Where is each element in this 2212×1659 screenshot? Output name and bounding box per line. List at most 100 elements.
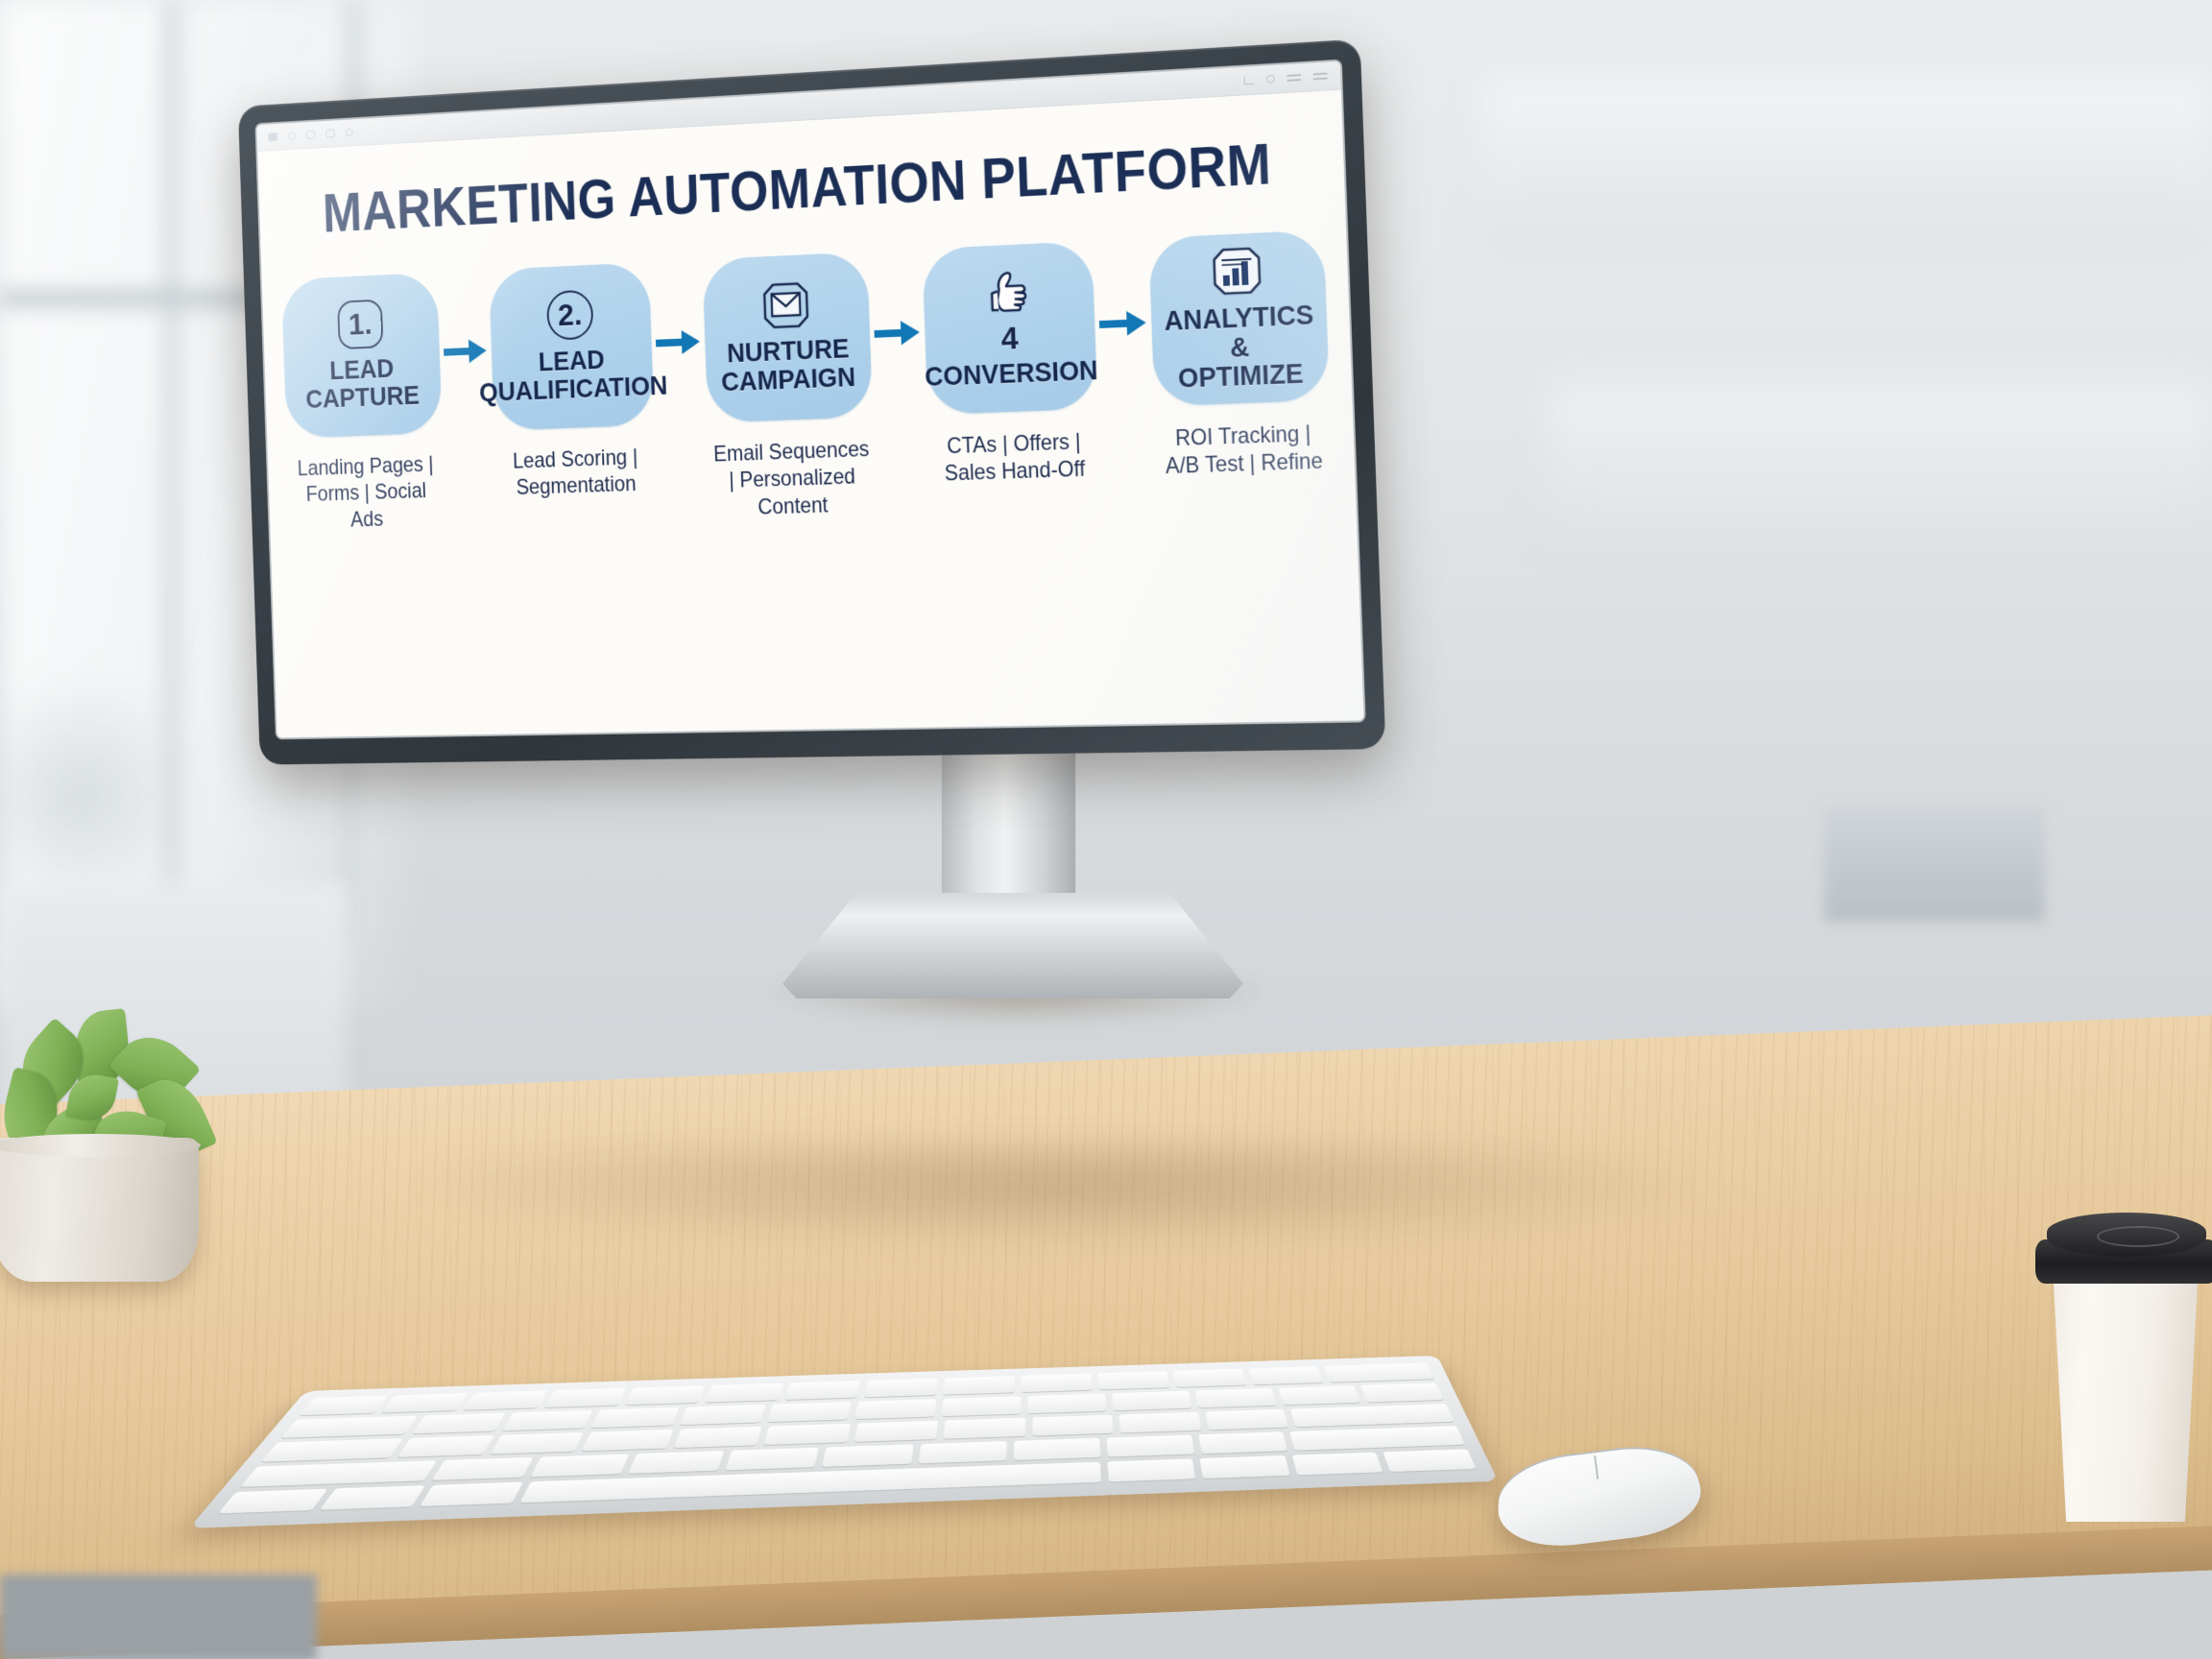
key[interactable] [1204, 1408, 1289, 1431]
process-flow: 1. LEAD CAPTURE Landing Pages | Forms | … [281, 229, 1332, 535]
flow-arrow-4 [1092, 238, 1154, 408]
step-box[interactable]: 4 CONVERSION [922, 240, 1098, 416]
shift-key[interactable] [240, 1460, 438, 1487]
arrow-right-icon [874, 320, 921, 347]
toolbar-left-group [268, 128, 353, 142]
arrow-right-icon [1098, 310, 1147, 337]
shift-key[interactable] [1289, 1426, 1465, 1451]
step-label-line2: CAPTURE [305, 379, 421, 415]
key[interactable] [431, 1456, 534, 1480]
flow-step-lead-capture[interactable]: 1. LEAD CAPTURE Landing Pages | Forms | … [281, 272, 445, 535]
step-caption: Landing Pages | Forms | Social Ads [297, 451, 434, 532]
step-number-badge: 1. [337, 299, 384, 350]
tag-icon[interactable] [325, 129, 335, 138]
cup-lid-top [2047, 1213, 2206, 1257]
monitor-bezel: MARKETING AUTOMATION PLATFORM 1. LEAD CA… [237, 38, 1386, 765]
key[interactable] [1173, 1368, 1247, 1387]
step-box[interactable]: NURTURE CAMPAIGN [702, 252, 874, 423]
key[interactable] [1278, 1385, 1361, 1406]
key[interactable] [1195, 1387, 1277, 1408]
key[interactable] [854, 1399, 937, 1420]
step-label-line1: ANALYTICS & [1164, 299, 1314, 364]
key[interactable] [725, 1447, 820, 1471]
key[interactable] [1360, 1382, 1445, 1403]
key[interactable] [300, 1395, 388, 1416]
key[interactable] [673, 1426, 762, 1449]
key[interactable] [625, 1385, 706, 1406]
flow-step-nurture-campaign[interactable]: NURTURE CAMPAIGN Email Sequences | Perso… [702, 252, 876, 521]
background-box [1824, 806, 2045, 922]
flow-arrow-3 [867, 249, 927, 417]
key[interactable] [530, 1454, 630, 1478]
flow-arrow-1 [437, 270, 494, 433]
key[interactable] [1291, 1452, 1384, 1476]
key[interactable] [260, 1438, 403, 1462]
key[interactable] [864, 1378, 939, 1398]
key[interactable] [1097, 1371, 1170, 1390]
envelope-icon [760, 279, 811, 331]
key[interactable] [590, 1407, 681, 1429]
key[interactable] [1198, 1431, 1288, 1455]
key[interactable] [1118, 1411, 1202, 1433]
key[interactable] [1249, 1366, 1324, 1385]
arrow-right-icon [655, 329, 701, 355]
key[interactable] [280, 1415, 419, 1438]
flow-step-analytics-optimize[interactable]: ANALYTICS & OPTIMIZE ROI Tracking | A/B … [1148, 229, 1332, 480]
key[interactable] [822, 1444, 914, 1467]
step-number-badge: 4 [1000, 320, 1020, 357]
key[interactable] [463, 1390, 548, 1410]
key[interactable] [1021, 1373, 1093, 1393]
step-label-line2: QUALIFICATION [478, 370, 668, 408]
key[interactable] [544, 1387, 627, 1408]
key[interactable] [490, 1431, 585, 1455]
key[interactable] [319, 1485, 426, 1510]
key[interactable] [381, 1392, 469, 1413]
key[interactable] [680, 1404, 766, 1426]
refresh-icon[interactable] [1265, 74, 1275, 84]
key[interactable] [1032, 1414, 1114, 1436]
monitor-screen[interactable]: MARKETING AUTOMATION PLATFORM 1. LEAD CA… [256, 60, 1364, 738]
key[interactable] [420, 1481, 523, 1507]
key[interactable] [1112, 1390, 1192, 1411]
window-icon[interactable] [268, 132, 278, 142]
mouse-button-divider [1594, 1455, 1599, 1479]
key[interactable] [1107, 1458, 1196, 1482]
key[interactable] [1106, 1434, 1194, 1457]
flow-step-lead-qualification[interactable]: 2. LEAD QUALIFICATION Lead Scoring | Seg… [478, 262, 668, 502]
key[interactable] [1013, 1437, 1101, 1460]
key[interactable] [218, 1488, 327, 1514]
reload-icon[interactable] [287, 132, 296, 140]
key[interactable] [854, 1420, 939, 1442]
key[interactable] [581, 1429, 674, 1452]
key[interactable] [763, 1423, 851, 1446]
bookmark-icon[interactable] [305, 130, 316, 139]
key[interactable] [943, 1417, 1025, 1439]
key[interactable] [943, 1376, 1016, 1395]
undo-icon[interactable] [1243, 75, 1255, 85]
key[interactable] [412, 1412, 507, 1434]
key[interactable] [502, 1409, 593, 1431]
key[interactable] [628, 1451, 725, 1474]
key[interactable] [918, 1441, 1007, 1464]
key[interactable] [1027, 1393, 1107, 1414]
key[interactable] [1382, 1449, 1477, 1473]
key[interactable] [397, 1435, 494, 1457]
key[interactable] [767, 1401, 853, 1423]
clock-icon[interactable] [345, 128, 353, 137]
key[interactable] [1199, 1455, 1290, 1479]
step-caption: Lead Scoring | Segmentation [512, 445, 638, 500]
menu-icon[interactable] [1312, 71, 1328, 82]
step-box[interactable]: 1. LEAD CAPTURE [281, 272, 443, 439]
key[interactable] [784, 1381, 861, 1401]
monitor-stand-neck [941, 738, 1076, 913]
key[interactable] [1324, 1362, 1434, 1382]
background-plant-blur [0, 672, 202, 922]
list-icon[interactable] [1286, 72, 1302, 84]
key[interactable] [941, 1396, 1022, 1417]
step-box[interactable]: 2. LEAD QUALIFICATION [478, 262, 668, 431]
background-shelf [1482, 77, 2212, 250]
flow-step-conversion[interactable]: 4 CONVERSION CTAs | Offers | Sales Hand-… [922, 240, 1100, 488]
enter-key[interactable] [1289, 1404, 1455, 1428]
step-box[interactable]: ANALYTICS & OPTIMIZE [1148, 229, 1330, 407]
key[interactable] [705, 1382, 783, 1403]
